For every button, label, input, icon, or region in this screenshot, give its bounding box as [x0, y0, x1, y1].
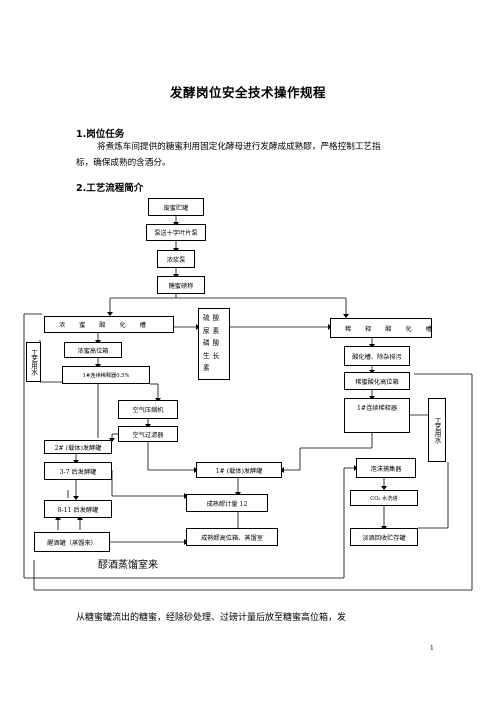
section-1-line-1: 将煮炼车间提供的糖蜜利用固定化酵母进行发酵成成熟醪，严格控制工艺指 [97, 142, 381, 152]
dilute-acidification-tank-box: 稀 释 酸 化 槽 [330, 318, 432, 338]
process-water-right-box: 工艺用水 [428, 398, 446, 462]
continuous-diluter-left-box: 1#连续稀释器0.5% [62, 366, 150, 384]
document-title: 发酵岗位安全技术操作规程 [169, 85, 326, 100]
body-paragraph-line: 从糖蜜罐流出的糖蜜，经除砂处理、过磅计量后放至糖蜜高位箱，发 [76, 613, 347, 623]
continuous-diluter-right-box: 1#连续稀释器 [344, 398, 410, 433]
air-compressor-box: 空气压缩机 [118, 400, 178, 419]
mash-tank-box: 醒酒罐（蒸馏来） [34, 532, 110, 552]
carrier-fermenter-2-box: 2# (载体)发酵罐 [44, 440, 112, 454]
foam-catcher-box: 泡沫捕集器 [356, 458, 416, 478]
acid-additives-box: 硫酸尿素磷酸生长素 [198, 308, 230, 380]
thick-high-tank-box: 浓蜜高位箱 [64, 342, 122, 358]
section-1-heading: 1.岗位任务 [76, 129, 125, 140]
page-number: 1 [430, 645, 434, 652]
thick-acidification-tank-box: 浓 蜜 酸 化 槽 [44, 316, 174, 333]
carrier-fermenter-1-box: 1# (载体)发酵罐 [196, 462, 282, 478]
pump-box: 泵送十字叶片泵 [146, 224, 206, 241]
section-1-line-2: 标，确保成熟的含酒分。 [76, 158, 171, 168]
distillation-label: 醪酒蒸馏室来 [98, 560, 158, 571]
molasses-tank-box: 废蜜贮罐 [148, 198, 204, 216]
mash-high-tank-box: 成熟醪高位箱、蒸馏室 [186, 528, 278, 546]
co2-washer-box: CO₂ 水洗塔 [350, 490, 418, 506]
process-water-left-box: 工艺用水 [26, 342, 41, 382]
dilute-high-tank-box: 稀蜜酸化高位箱 [344, 372, 410, 390]
acidify-tank-box: 酸化槽、除杂排污 [344, 346, 410, 366]
molasses-scale-box: 糖蜜磅称 [157, 276, 205, 294]
mature-mash-meter-box: 成熟醪计量 12 [186, 494, 268, 512]
post-fermenter-8-11-box: 8-11 后发酵罐 [44, 500, 112, 518]
section-2-heading: 2.工艺流程简介 [76, 183, 144, 194]
air-filter-box: 空气过滤器 [118, 426, 178, 442]
post-fermenter-3-7-box: 3-7 后发酵罐 [44, 462, 112, 480]
recovery-tank-box: 淡酒回收贮存罐 [350, 528, 418, 546]
thick-pump-box: 浓浆泵 [157, 250, 195, 268]
